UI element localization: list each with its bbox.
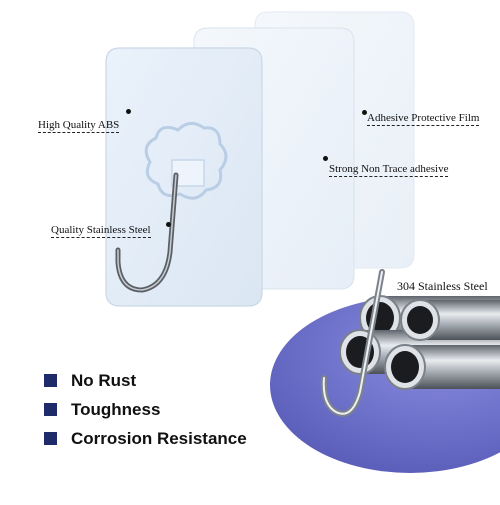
square-bullet-icon	[44, 374, 57, 387]
marker-dot-adhesive	[323, 156, 328, 161]
feature-label: Toughness	[71, 399, 161, 419]
feature-label: Corrosion Resistance	[71, 428, 247, 448]
feature-label: No Rust	[71, 370, 137, 390]
callout-text: Adhesive Protective Film	[367, 112, 480, 126]
callout-text: Quality Stainless Steel	[51, 224, 151, 238]
feature-list: No Rust Toughness Corrosion Resistance	[44, 366, 247, 453]
callout-quality-stainless: Quality Stainless Steel	[51, 224, 151, 238]
marker-dot-abs	[126, 109, 131, 114]
feature-item: Corrosion Resistance	[44, 424, 247, 453]
marker-dot-stainless	[166, 222, 171, 227]
callout-adhesive-protective-film: Adhesive Protective Film	[367, 112, 480, 126]
square-bullet-icon	[44, 403, 57, 416]
callout-strong-non-trace: Strong Non Trace adhesive	[329, 163, 449, 177]
feature-item: No Rust	[44, 366, 247, 395]
callout-text: High Quality ABS	[38, 119, 120, 133]
label-304-stainless: 304 Stainless Steel	[397, 279, 488, 293]
flower-base	[144, 122, 228, 200]
callout-high-quality-abs: High Quality ABS	[38, 119, 120, 133]
feature-item: Toughness	[44, 395, 247, 424]
callout-text: Strong Non Trace adhesive	[329, 163, 449, 177]
steel-tubes	[339, 295, 500, 390]
square-bullet-icon	[44, 432, 57, 445]
marker-dot-film	[362, 110, 367, 115]
